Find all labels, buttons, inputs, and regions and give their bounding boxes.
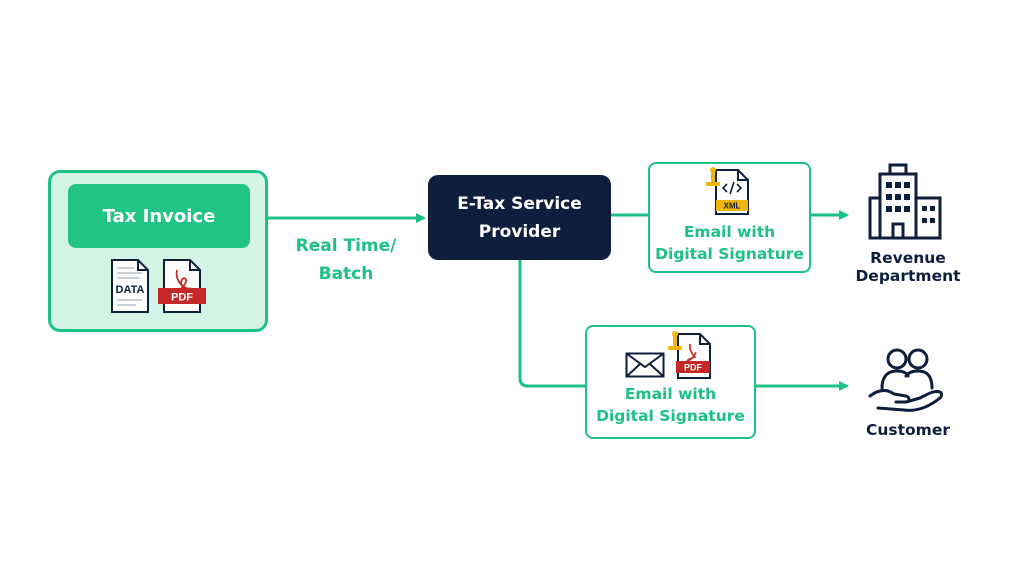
customer-email-line-1: Email with [624, 385, 717, 403]
data-document-icon: DATA [111, 259, 149, 313]
delivery-mode-line-1: Real Time/ [295, 236, 397, 256]
provider-line-1: E-Tax Service [457, 193, 582, 214]
revenue-email-box [648, 162, 811, 273]
revenue-department-line-1: Revenue [870, 249, 946, 267]
pdf-document-label: PDF [171, 292, 193, 304]
xml-file-label: XML [724, 202, 741, 211]
pdf-signed-file-icon: PDF [668, 331, 711, 379]
delivery-mode-label: Real Time/ Batch [286, 232, 406, 288]
line-provider-to-customer-email [518, 260, 585, 388]
envelope-icon [625, 352, 665, 378]
xml-signed-file-icon: XML [706, 167, 749, 215]
revenue-department-label: Revenue Department [846, 249, 970, 285]
building-icon [868, 163, 942, 240]
etax-service-provider-node: E-Tax Service Provider [428, 175, 611, 260]
delivery-mode-line-2: Batch [318, 264, 374, 284]
revenue-email-label: Email with Digital Signature [648, 221, 811, 265]
revenue-email-line-1: Email with [683, 223, 776, 241]
customer-people-icon [868, 348, 943, 412]
revenue-department-line-2: Department [855, 267, 961, 285]
data-document-label: DATA [116, 284, 145, 296]
customer-email-line-2: Digital Signature [596, 407, 745, 425]
tax-invoice-title: Tax Invoice [68, 184, 250, 248]
provider-line-2: Provider [478, 221, 561, 242]
customer-email-box [585, 325, 756, 439]
revenue-email-line-2: Digital Signature [655, 245, 804, 263]
customer-email-label: Email with Digital Signature [585, 383, 756, 427]
customer-pdf-file-label: PDF [684, 363, 703, 373]
customer-label: Customer [865, 421, 950, 439]
pdf-document-icon: PDF [158, 259, 206, 313]
